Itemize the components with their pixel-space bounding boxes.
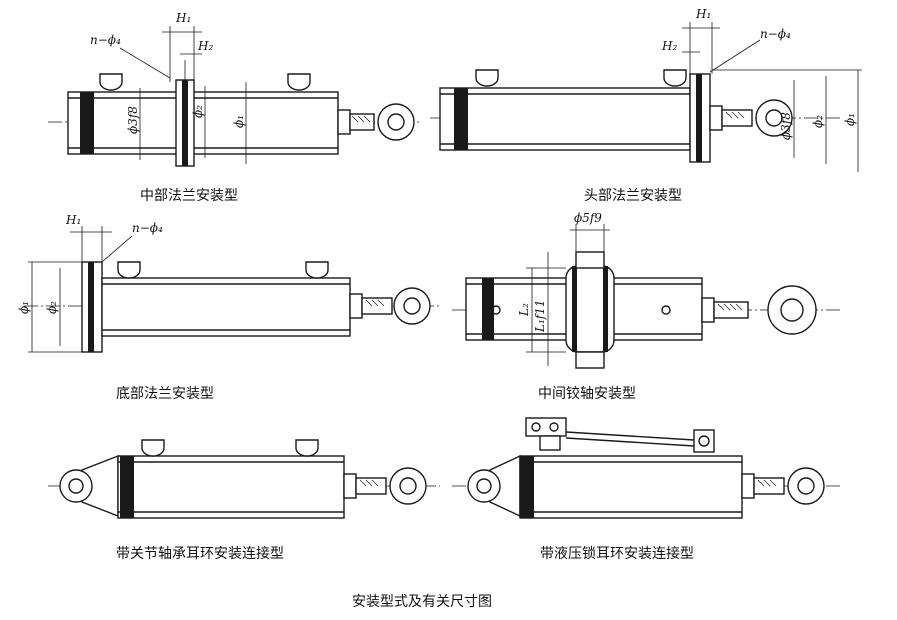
dim-n-phi4: n−ϕ₄ bbox=[760, 27, 791, 41]
dim-phi2: ϕ₂ bbox=[45, 301, 59, 314]
caption-middle-trunnion: 中间铰轴安装型 bbox=[538, 386, 636, 402]
dim-l1f11: L₁f11 bbox=[533, 300, 547, 334]
dim-n-phi4: n−ϕ₄ bbox=[90, 33, 121, 47]
caption-bearing-ear-ring: 带关节轴承耳环安装连接型 bbox=[116, 545, 284, 562]
panel-middle-flange: H₁ H₂ n−ϕ₄ ϕ3f8 ϕ₂ ϕ₁ 中部法兰安装型 bbox=[48, 11, 420, 204]
dim-phi3f8: ϕ3f8 bbox=[779, 112, 793, 140]
dim-phi2: ϕ₂ bbox=[811, 115, 825, 128]
dim-h1: H₁ bbox=[65, 213, 81, 227]
dim-h2: H₂ bbox=[661, 39, 677, 53]
caption-head-flange: 头部法兰安装型 bbox=[584, 188, 682, 204]
dim-n-phi4: n−ϕ₄ bbox=[132, 221, 163, 235]
panel-middle-trunnion: ϕ5f9 L₂ L₁f11 中间铰轴安装型 bbox=[452, 211, 840, 402]
panel-bottom-flange: H₁ n−ϕ₄ ϕ₁ ϕ₂ 底部法兰安装型 bbox=[17, 213, 440, 402]
dim-phi1: ϕ₁ bbox=[843, 113, 857, 126]
panel-bearing-ear-ring: 带关节轴承耳环安装连接型 bbox=[48, 439, 440, 562]
figure-title: 安装型式及有关尺寸图 bbox=[352, 594, 492, 610]
dim-phi2: ϕ₂ bbox=[191, 105, 205, 118]
dim-h1: H₁ bbox=[695, 7, 711, 21]
panel-head-flange: H₁ H₂ n−ϕ₄ ϕ3f8 ϕ₂ ϕ₁ 头部法兰安装型 bbox=[430, 7, 862, 204]
caption-middle-flange: 中部法兰安装型 bbox=[140, 188, 238, 204]
dim-phi1: ϕ₁ bbox=[232, 115, 246, 128]
dim-phi5f9: ϕ5f9 bbox=[574, 211, 602, 225]
panel-hydraulic-lock-ear-ring: 带液压锁耳环安装连接型 bbox=[452, 417, 840, 562]
dim-l2: L₂ bbox=[517, 303, 531, 317]
dim-h1: H₁ bbox=[175, 11, 191, 25]
dim-h2: H₂ bbox=[197, 39, 213, 53]
caption-bottom-flange: 底部法兰安装型 bbox=[116, 386, 214, 402]
caption-hydraulic-lock-ear-ring: 带液压锁耳环安装连接型 bbox=[540, 545, 694, 562]
dim-phi3f8: ϕ3f8 bbox=[126, 106, 140, 134]
dim-phi1: ϕ₁ bbox=[17, 301, 31, 314]
